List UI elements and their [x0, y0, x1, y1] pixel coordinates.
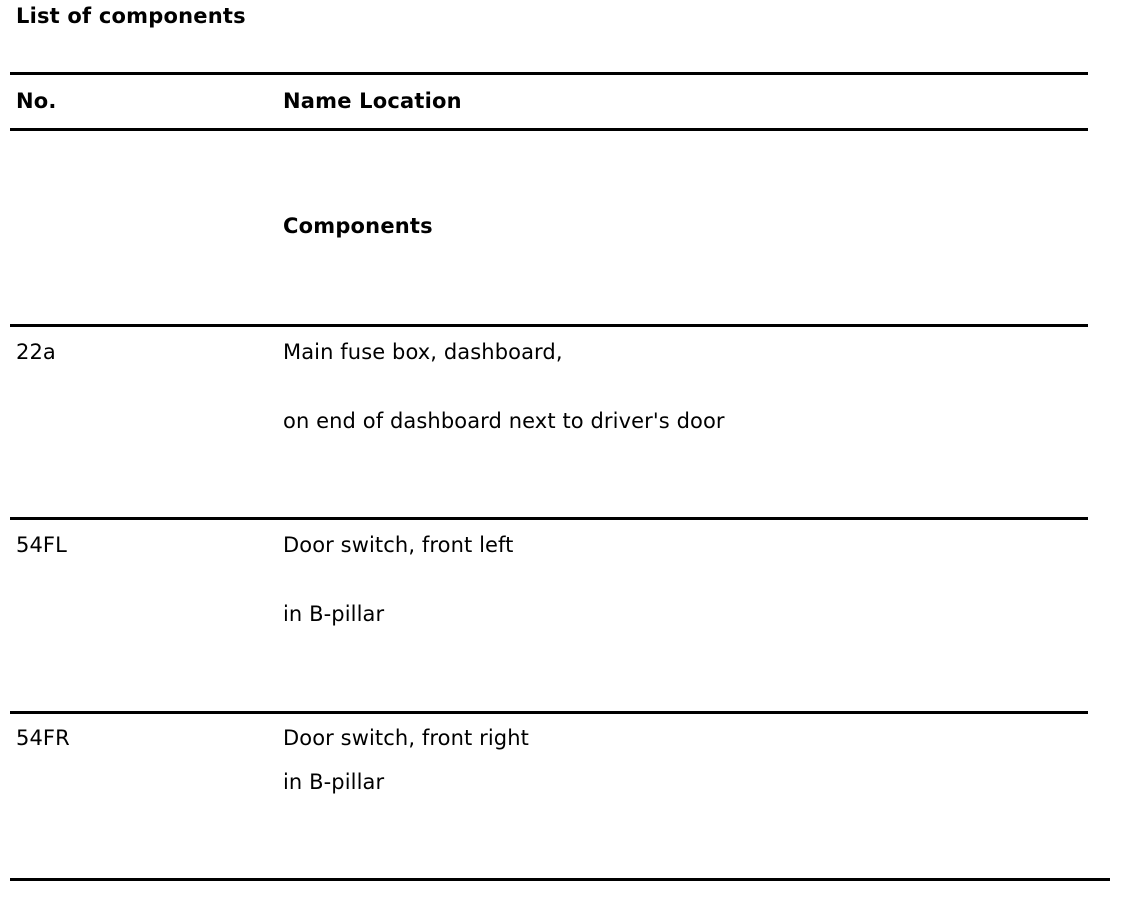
table-row: 54FL [16, 533, 67, 557]
table-row: 54FR [16, 726, 70, 750]
group-heading-components: Components [283, 214, 433, 238]
table-rule-row-2-top [10, 517, 1088, 520]
table-rule-row-1-top [10, 324, 1088, 327]
table-row: Door switch, front left [283, 533, 514, 557]
page-title: List of components [16, 4, 246, 28]
table-row: in B-pillar [283, 770, 385, 794]
table-rule-header-bottom [10, 128, 1088, 131]
table-rule-top [10, 72, 1088, 75]
table-row: Main fuse box, dashboard, [283, 340, 563, 364]
table-row: 22a [16, 340, 56, 364]
table-row: Door switch, front right [283, 726, 529, 750]
table-rule-row-3-top [10, 711, 1088, 714]
table-row: in B-pillar [283, 602, 385, 626]
table-rule-bottom [10, 878, 1110, 881]
table-row: on end of dashboard next to driver's doo… [283, 409, 725, 433]
column-header-no: No. [16, 89, 57, 113]
column-header-name-location: Name Location [283, 89, 462, 113]
